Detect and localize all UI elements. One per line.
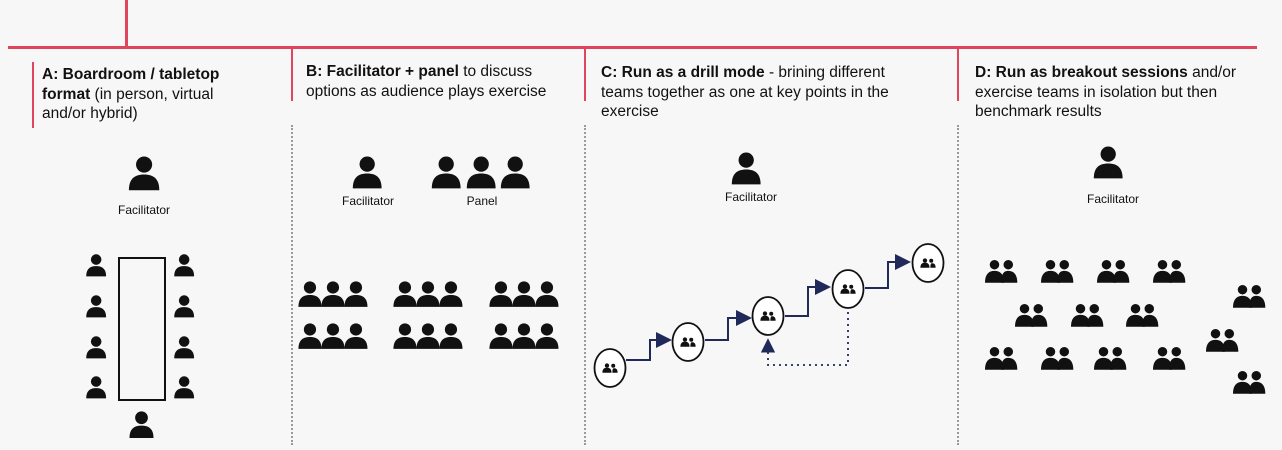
audience-person-icon — [298, 281, 322, 307]
section-b-heading: B: Facilitator + panel to discuss option… — [306, 63, 547, 100]
breakout-team-group-icon — [1152, 259, 1186, 283]
section-a-heading: A: Boardroom / tabletop format (in perso… — [42, 66, 220, 122]
audience-person-icon — [439, 281, 463, 307]
drill-team-node — [593, 348, 627, 388]
audience-person-icon — [344, 323, 368, 349]
section-d-tick — [957, 49, 959, 101]
facilitator-person-icon — [731, 152, 761, 185]
breakout-team-group-icon — [1040, 346, 1074, 370]
section-d-facilitator-label: Facilitator — [1086, 192, 1139, 206]
audience-person-icon — [416, 323, 440, 349]
audience-person-icon — [393, 281, 417, 307]
breakout-team-group-icon — [1125, 303, 1159, 327]
breakout-team-group-icon — [984, 346, 1018, 370]
drill-team-node — [671, 322, 705, 362]
isolated-team-group-icon — [1232, 370, 1266, 394]
breakout-team-group-icon — [1070, 303, 1104, 327]
seat-left-person-icon — [86, 254, 106, 277]
audience-person-icon — [489, 281, 513, 307]
section-b-tick — [291, 49, 293, 101]
accent-horizontal-line — [8, 46, 1257, 49]
section-a-tick — [32, 62, 34, 128]
audience-person-icon — [512, 323, 536, 349]
seat-left-person-icon — [86, 336, 106, 359]
facilitator-person-icon — [1093, 146, 1123, 179]
group-icon — [602, 363, 618, 373]
seat-bottom-person-icon — [129, 411, 153, 438]
group-icon — [920, 258, 936, 268]
separator-cd — [957, 125, 959, 445]
section-b-facilitator-label: Facilitator — [341, 194, 394, 208]
breakout-team-group-icon — [1096, 259, 1130, 283]
group-icon — [680, 337, 696, 347]
breakout-team-group-icon — [1093, 346, 1127, 370]
drill-team-node — [911, 243, 945, 283]
isolated-team-group-icon — [1205, 328, 1239, 352]
seat-right-person-icon — [174, 336, 194, 359]
section-c-heading: C: Run as a drill mode - brining differe… — [601, 64, 889, 120]
audience-person-icon — [298, 323, 322, 349]
section-b-panel-label: Panel — [466, 194, 498, 208]
drill-team-node — [831, 269, 865, 309]
audience-person-icon — [535, 323, 559, 349]
panel-person-icon — [431, 156, 461, 189]
isolated-team-group-icon — [1232, 284, 1266, 308]
separator-ab — [291, 125, 293, 445]
audience-person-icon — [512, 281, 536, 307]
audience-person-icon — [489, 323, 513, 349]
facilitator-person-icon — [352, 156, 382, 189]
separator-bc — [584, 125, 586, 445]
drill-diagram — [593, 243, 945, 388]
seat-right-person-icon — [174, 376, 194, 399]
breakout-team-group-icon — [1040, 259, 1074, 283]
drill-feedback-arrow — [760, 306, 849, 366]
seat-right-person-icon — [174, 295, 194, 318]
seat-right-person-icon — [174, 254, 194, 277]
section-a-facilitator-label: Facilitator — [117, 203, 170, 217]
group-icon — [840, 284, 856, 294]
breakout-team-group-icon — [1152, 346, 1186, 370]
group-icon — [760, 311, 776, 321]
seat-left-person-icon — [86, 376, 106, 399]
panel-person-icon — [500, 156, 530, 189]
audience-person-icon — [321, 281, 345, 307]
drill-step-arrows — [626, 254, 911, 361]
section-c-tick — [584, 49, 586, 101]
boardroom-table — [118, 257, 166, 401]
facilitator-person-icon — [128, 156, 160, 191]
section-c-facilitator-label: Facilitator — [724, 190, 777, 204]
audience-person-icon — [344, 281, 368, 307]
audience-person-icon — [535, 281, 559, 307]
accent-vertical-line — [125, 0, 128, 47]
audience-person-icon — [321, 323, 345, 349]
drill-team-node — [751, 296, 785, 336]
audience-person-icon — [393, 323, 417, 349]
panel-person-icon — [466, 156, 496, 189]
audience-person-icon — [439, 323, 463, 349]
breakout-team-group-icon — [984, 259, 1018, 283]
breakout-team-group-icon — [1014, 303, 1048, 327]
section-d-heading: D: Run as breakout sessions and/or exerc… — [975, 64, 1237, 120]
audience-person-icon — [416, 281, 440, 307]
seat-left-person-icon — [86, 295, 106, 318]
